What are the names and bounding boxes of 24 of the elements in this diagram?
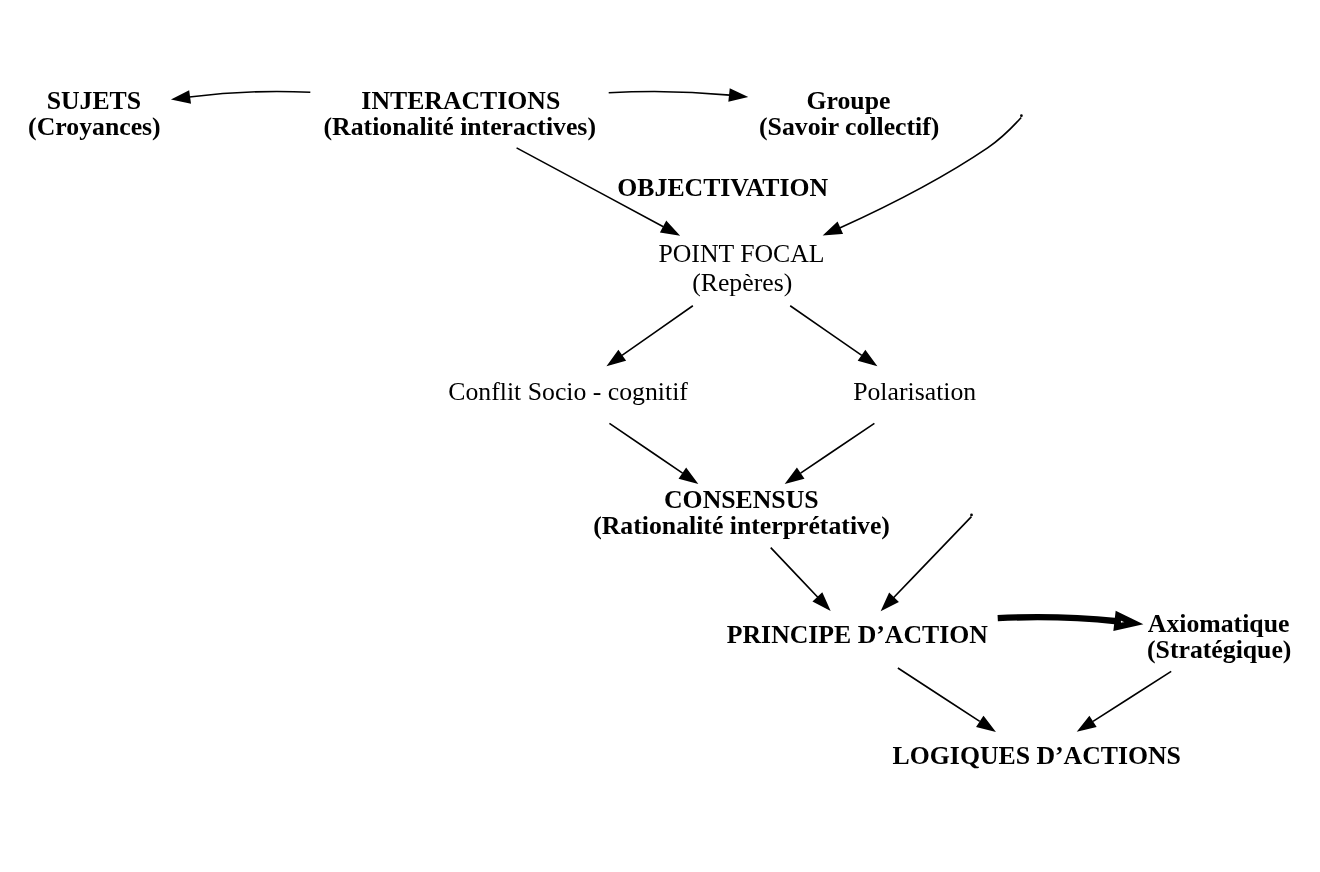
node-text: Polarisation bbox=[853, 377, 977, 407]
node-text: Groupe (Savoir collectif) bbox=[759, 85, 940, 141]
arrow bbox=[784, 422, 876, 484]
arrow bbox=[769, 546, 831, 611]
node-text: LOGIQUES D’ACTIONS bbox=[892, 741, 1181, 771]
node-text: SUJETS (Croyances) bbox=[28, 85, 161, 141]
node-text: INTERACTIONS (Rationalité interactives) bbox=[323, 85, 596, 141]
arrow bbox=[608, 422, 699, 484]
arrow bbox=[997, 610, 1144, 632]
node-text: Axiomatique (Stratégique) bbox=[1146, 609, 1292, 664]
node-text: Conflit Socio - cognitif bbox=[448, 377, 688, 407]
arrow bbox=[606, 304, 694, 367]
arrow bbox=[1076, 670, 1172, 732]
arrow bbox=[789, 304, 878, 367]
arrow bbox=[607, 88, 749, 102]
arrow bbox=[170, 90, 312, 104]
arrow bbox=[880, 515, 973, 612]
node-text: PRINCIPE D’ACTION bbox=[726, 620, 988, 650]
node-text: CONSENSUS (Rationalité interprétative) bbox=[593, 485, 890, 540]
arrow bbox=[897, 667, 996, 732]
arrow bbox=[822, 116, 1023, 236]
node-text: POINT FOCAL (Repères) bbox=[658, 238, 825, 297]
arrow bbox=[515, 147, 681, 236]
edge-label: OBJECTIVATION bbox=[617, 172, 829, 202]
